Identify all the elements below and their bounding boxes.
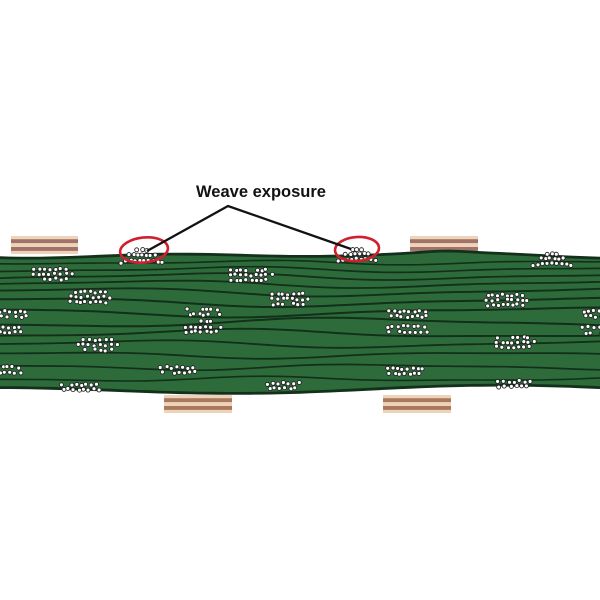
copper-pad-bottom [164, 395, 232, 413]
laminate-board-layer [0, 251, 600, 394]
weave-line [0, 375, 600, 382]
fiber-bundle [0, 324, 24, 336]
copper-pads-layer [11, 236, 478, 413]
weave-exposure-label: Weave exposure [196, 183, 326, 201]
fiber-bundle [264, 380, 302, 392]
weave-line [0, 259, 600, 266]
fiber-bundle [184, 306, 223, 318]
weave-line [0, 272, 600, 281]
weave-line [0, 351, 600, 360]
fiber-bundle [228, 266, 275, 284]
copper-pad-bottom [383, 395, 451, 413]
laminate-top-surface [0, 249, 600, 260]
fiber-bundle [30, 266, 75, 283]
weave-line [0, 265, 600, 274]
weave-line [0, 363, 600, 372]
weave-line [0, 327, 600, 338]
copper-pad-top [11, 236, 78, 254]
weave-line [0, 287, 600, 298]
fiber-bundle [579, 324, 600, 336]
fiber-bundle [581, 308, 600, 320]
fiber-bundle [530, 251, 574, 269]
weave-line [0, 306, 600, 319]
weave-line [0, 279, 600, 289]
fiber-bundles-layer [0, 247, 600, 393]
fiber-bundle [386, 308, 429, 320]
copper-pad-top [410, 236, 478, 254]
fiber-bundle [157, 364, 198, 376]
fiber-bundle [269, 290, 311, 308]
fiber-bundle [0, 364, 24, 376]
fiber-bundle [385, 365, 425, 377]
weave-lines-layer [0, 249, 600, 395]
fiber-bundle [495, 378, 533, 390]
laminate-body [0, 251, 600, 394]
fiber-bundle [58, 381, 102, 393]
fiber-bundle [67, 288, 113, 306]
leader-lines-layer [146, 204, 352, 253]
weave-exposure-highlight-ellipse [333, 235, 381, 263]
fiber-bundle [75, 337, 120, 354]
fiber-bundle [483, 291, 530, 309]
weave-line [0, 316, 600, 328]
fiber-bundle [182, 318, 224, 335]
label-leader-line [146, 204, 352, 253]
highlight-ellipses-layer [118, 235, 381, 264]
fiber-bundle [385, 323, 430, 335]
weave-exposure-highlight-ellipse [118, 236, 170, 264]
fiber-bundle [493, 334, 537, 351]
fiber-bundle [0, 308, 29, 320]
